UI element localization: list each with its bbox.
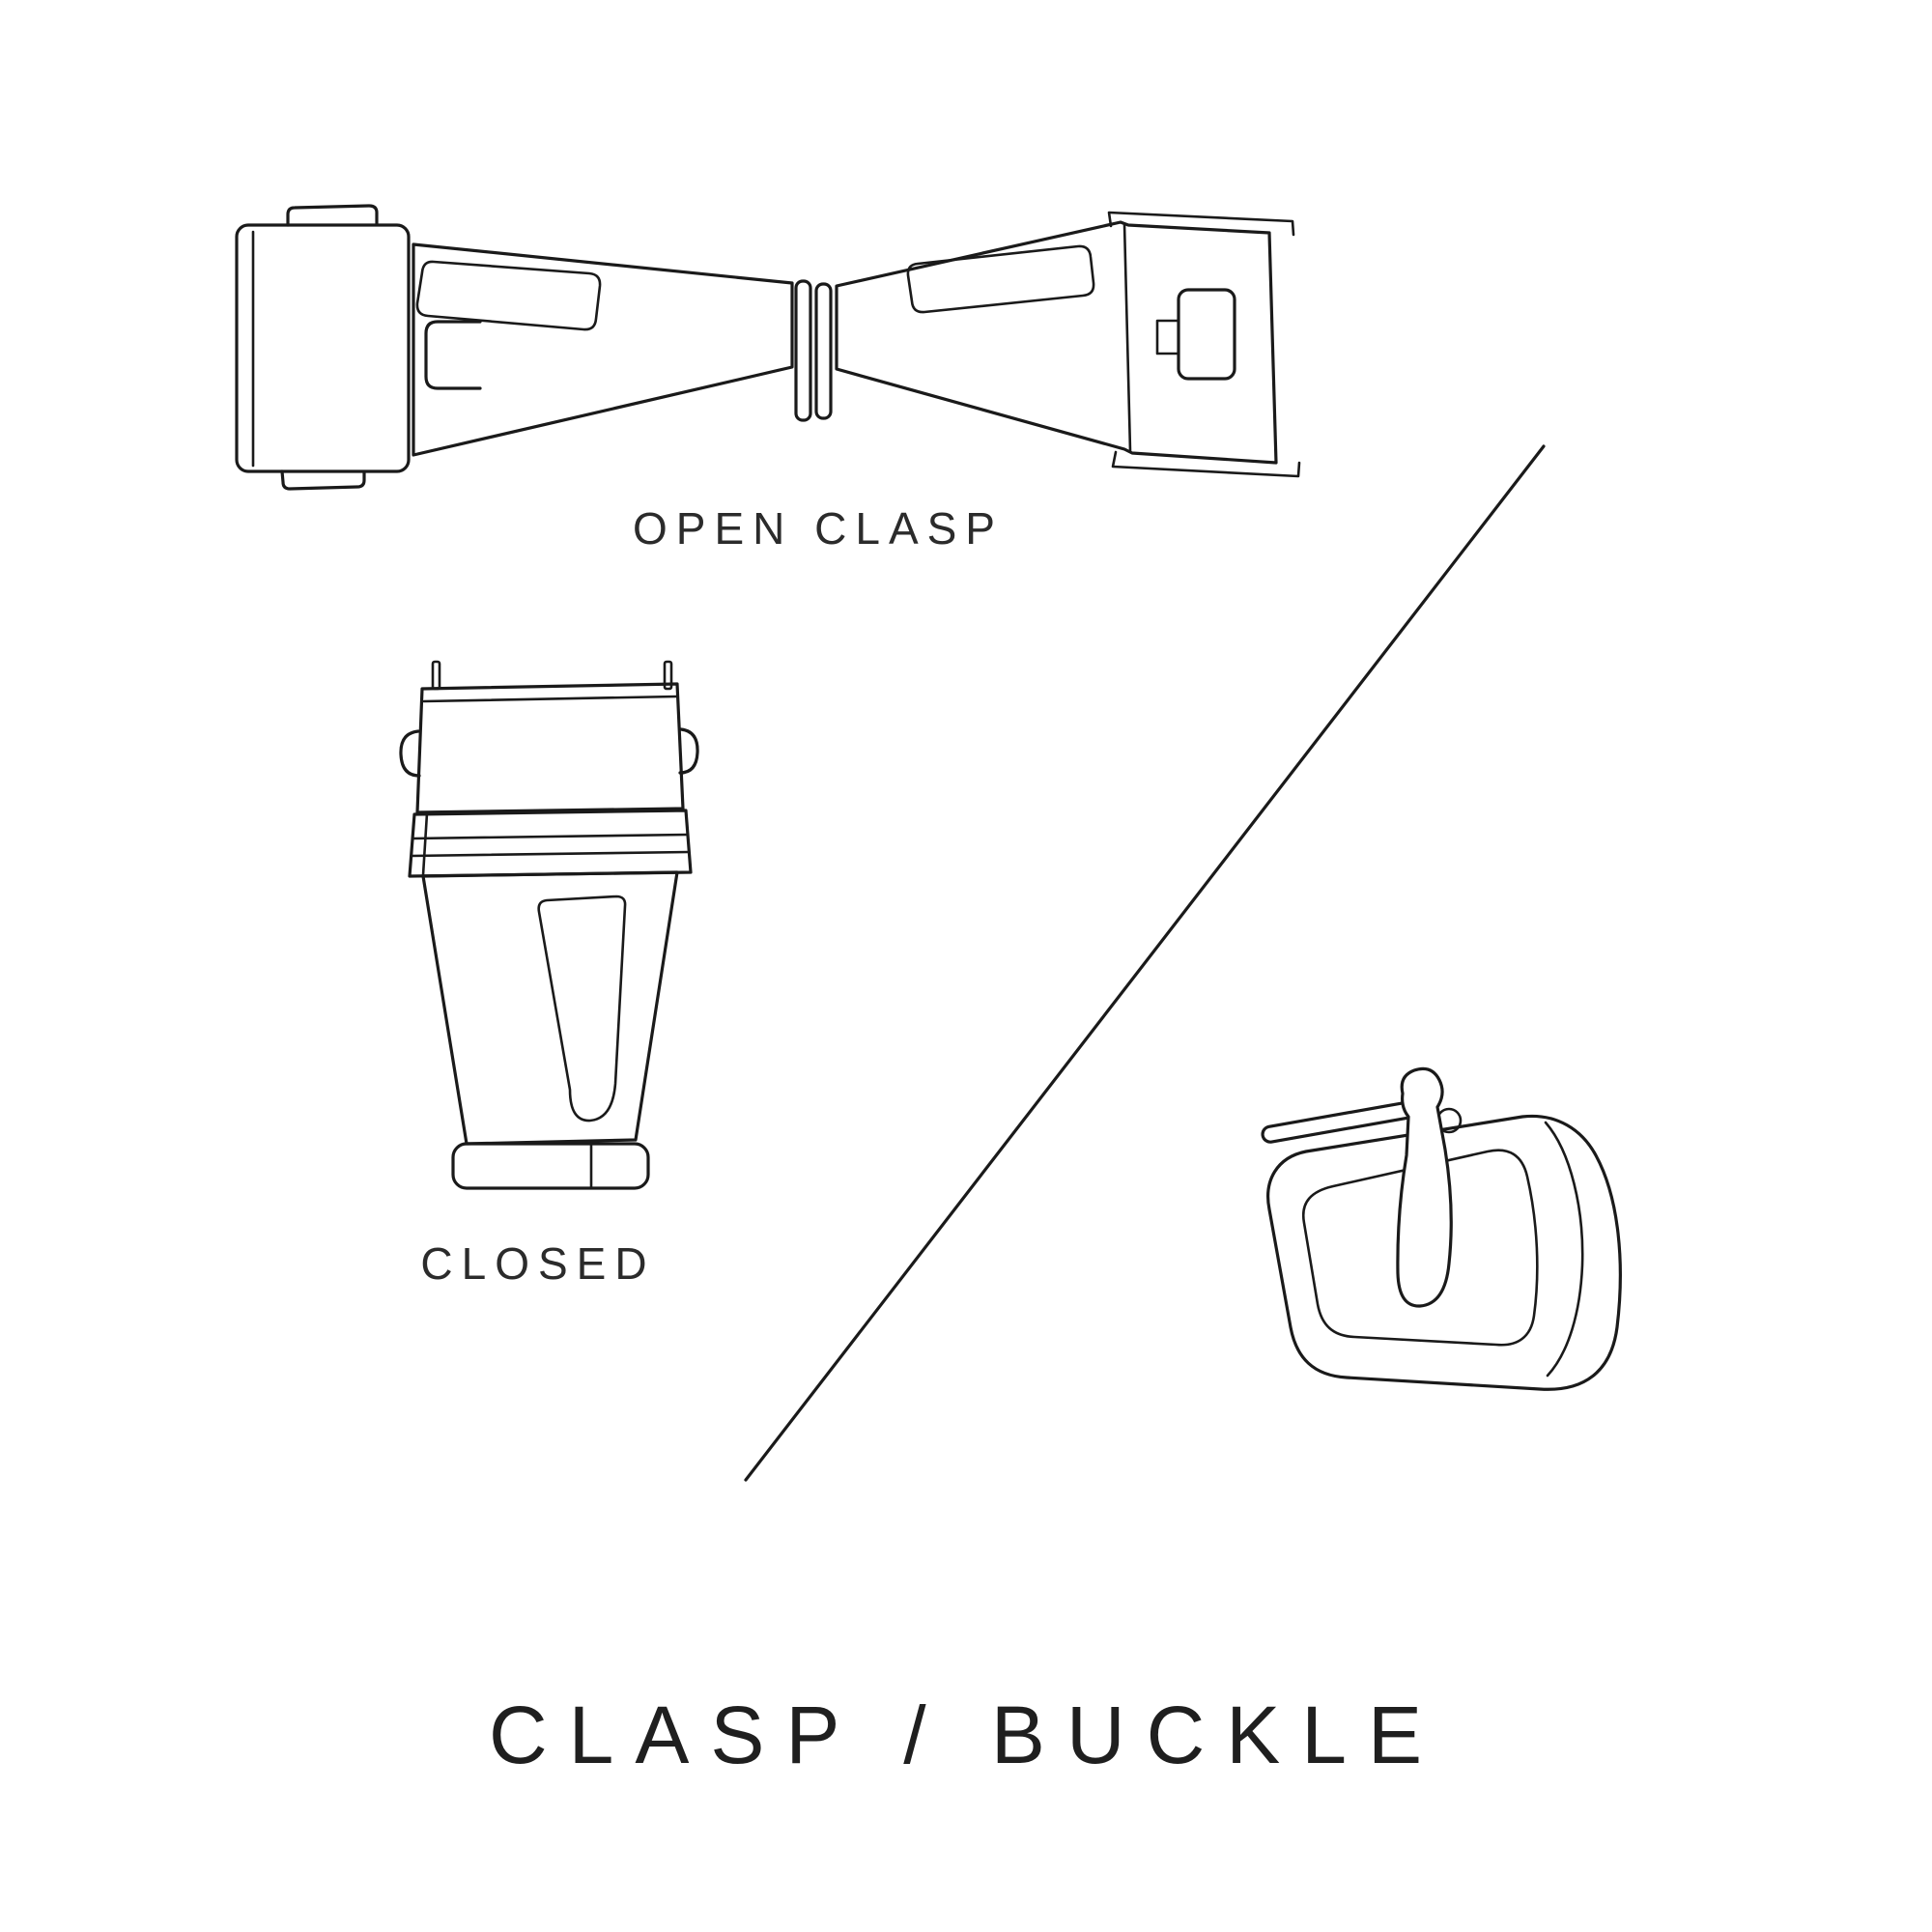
divider-line: [744, 444, 1546, 1482]
tang-buckle-illustration: [1261, 1066, 1622, 1391]
closed-clasp-band-line-2: [410, 850, 691, 858]
open-clasp-hinge-bar-1: [794, 279, 812, 422]
buckle-opening: [1301, 1149, 1539, 1347]
closed-clasp-top-block: [415, 682, 685, 814]
closed-clasp-slot: [537, 895, 627, 1122]
closed-clasp-left-ear: [399, 729, 421, 778]
closed-clasp-label: CLOSED: [420, 1238, 656, 1289]
open-clasp-catch-notch: [1155, 319, 1180, 355]
open-clasp-label: OPEN CLASP: [633, 503, 1004, 554]
closed-clasp-band-bevel: [421, 811, 429, 877]
closed-clasp-illustration: [399, 660, 699, 1190]
buckle-tongue: [1396, 1066, 1453, 1308]
buckle-outer-frame: [1266, 1114, 1622, 1391]
closed-clasp-band: [408, 809, 693, 878]
open-clasp-top-right-plate: [1107, 211, 1295, 237]
open-clasp-catch: [1177, 288, 1236, 381]
open-clasp-left-arm: [412, 242, 794, 457]
open-clasp-bottom-right-plate: [1111, 450, 1301, 478]
open-clasp-left-end: [235, 223, 411, 473]
diagonal-divider-line: [744, 444, 1546, 1482]
closed-clasp-bottom-bar: [451, 1142, 650, 1190]
closed-clasp-band-line-1: [412, 833, 690, 840]
open-clasp-top-tab: [286, 204, 379, 227]
open-clasp-right-window: [906, 244, 1095, 314]
open-clasp-release-hook: [424, 320, 482, 390]
closed-clasp-prong-right: [663, 660, 673, 691]
open-clasp-bottom-tab: [280, 469, 366, 491]
open-clasp-left-window: [415, 260, 602, 331]
open-clasp-hinge-bar-2: [814, 282, 833, 420]
open-clasp-illustration: [235, 204, 1301, 491]
closed-clasp-body: [421, 870, 679, 1146]
closed-clasp-prong-left: [431, 660, 441, 691]
closed-clasp-right-ear: [678, 727, 699, 775]
open-clasp-right-arm: [835, 220, 1278, 465]
open-clasp-right-fold-line: [1122, 222, 1132, 453]
closed-clasp-top-edge-line: [422, 695, 678, 703]
page-title: CLASP / BUCKLE: [488, 1690, 1444, 1780]
buckle-right-bar-line: [1544, 1121, 1584, 1378]
